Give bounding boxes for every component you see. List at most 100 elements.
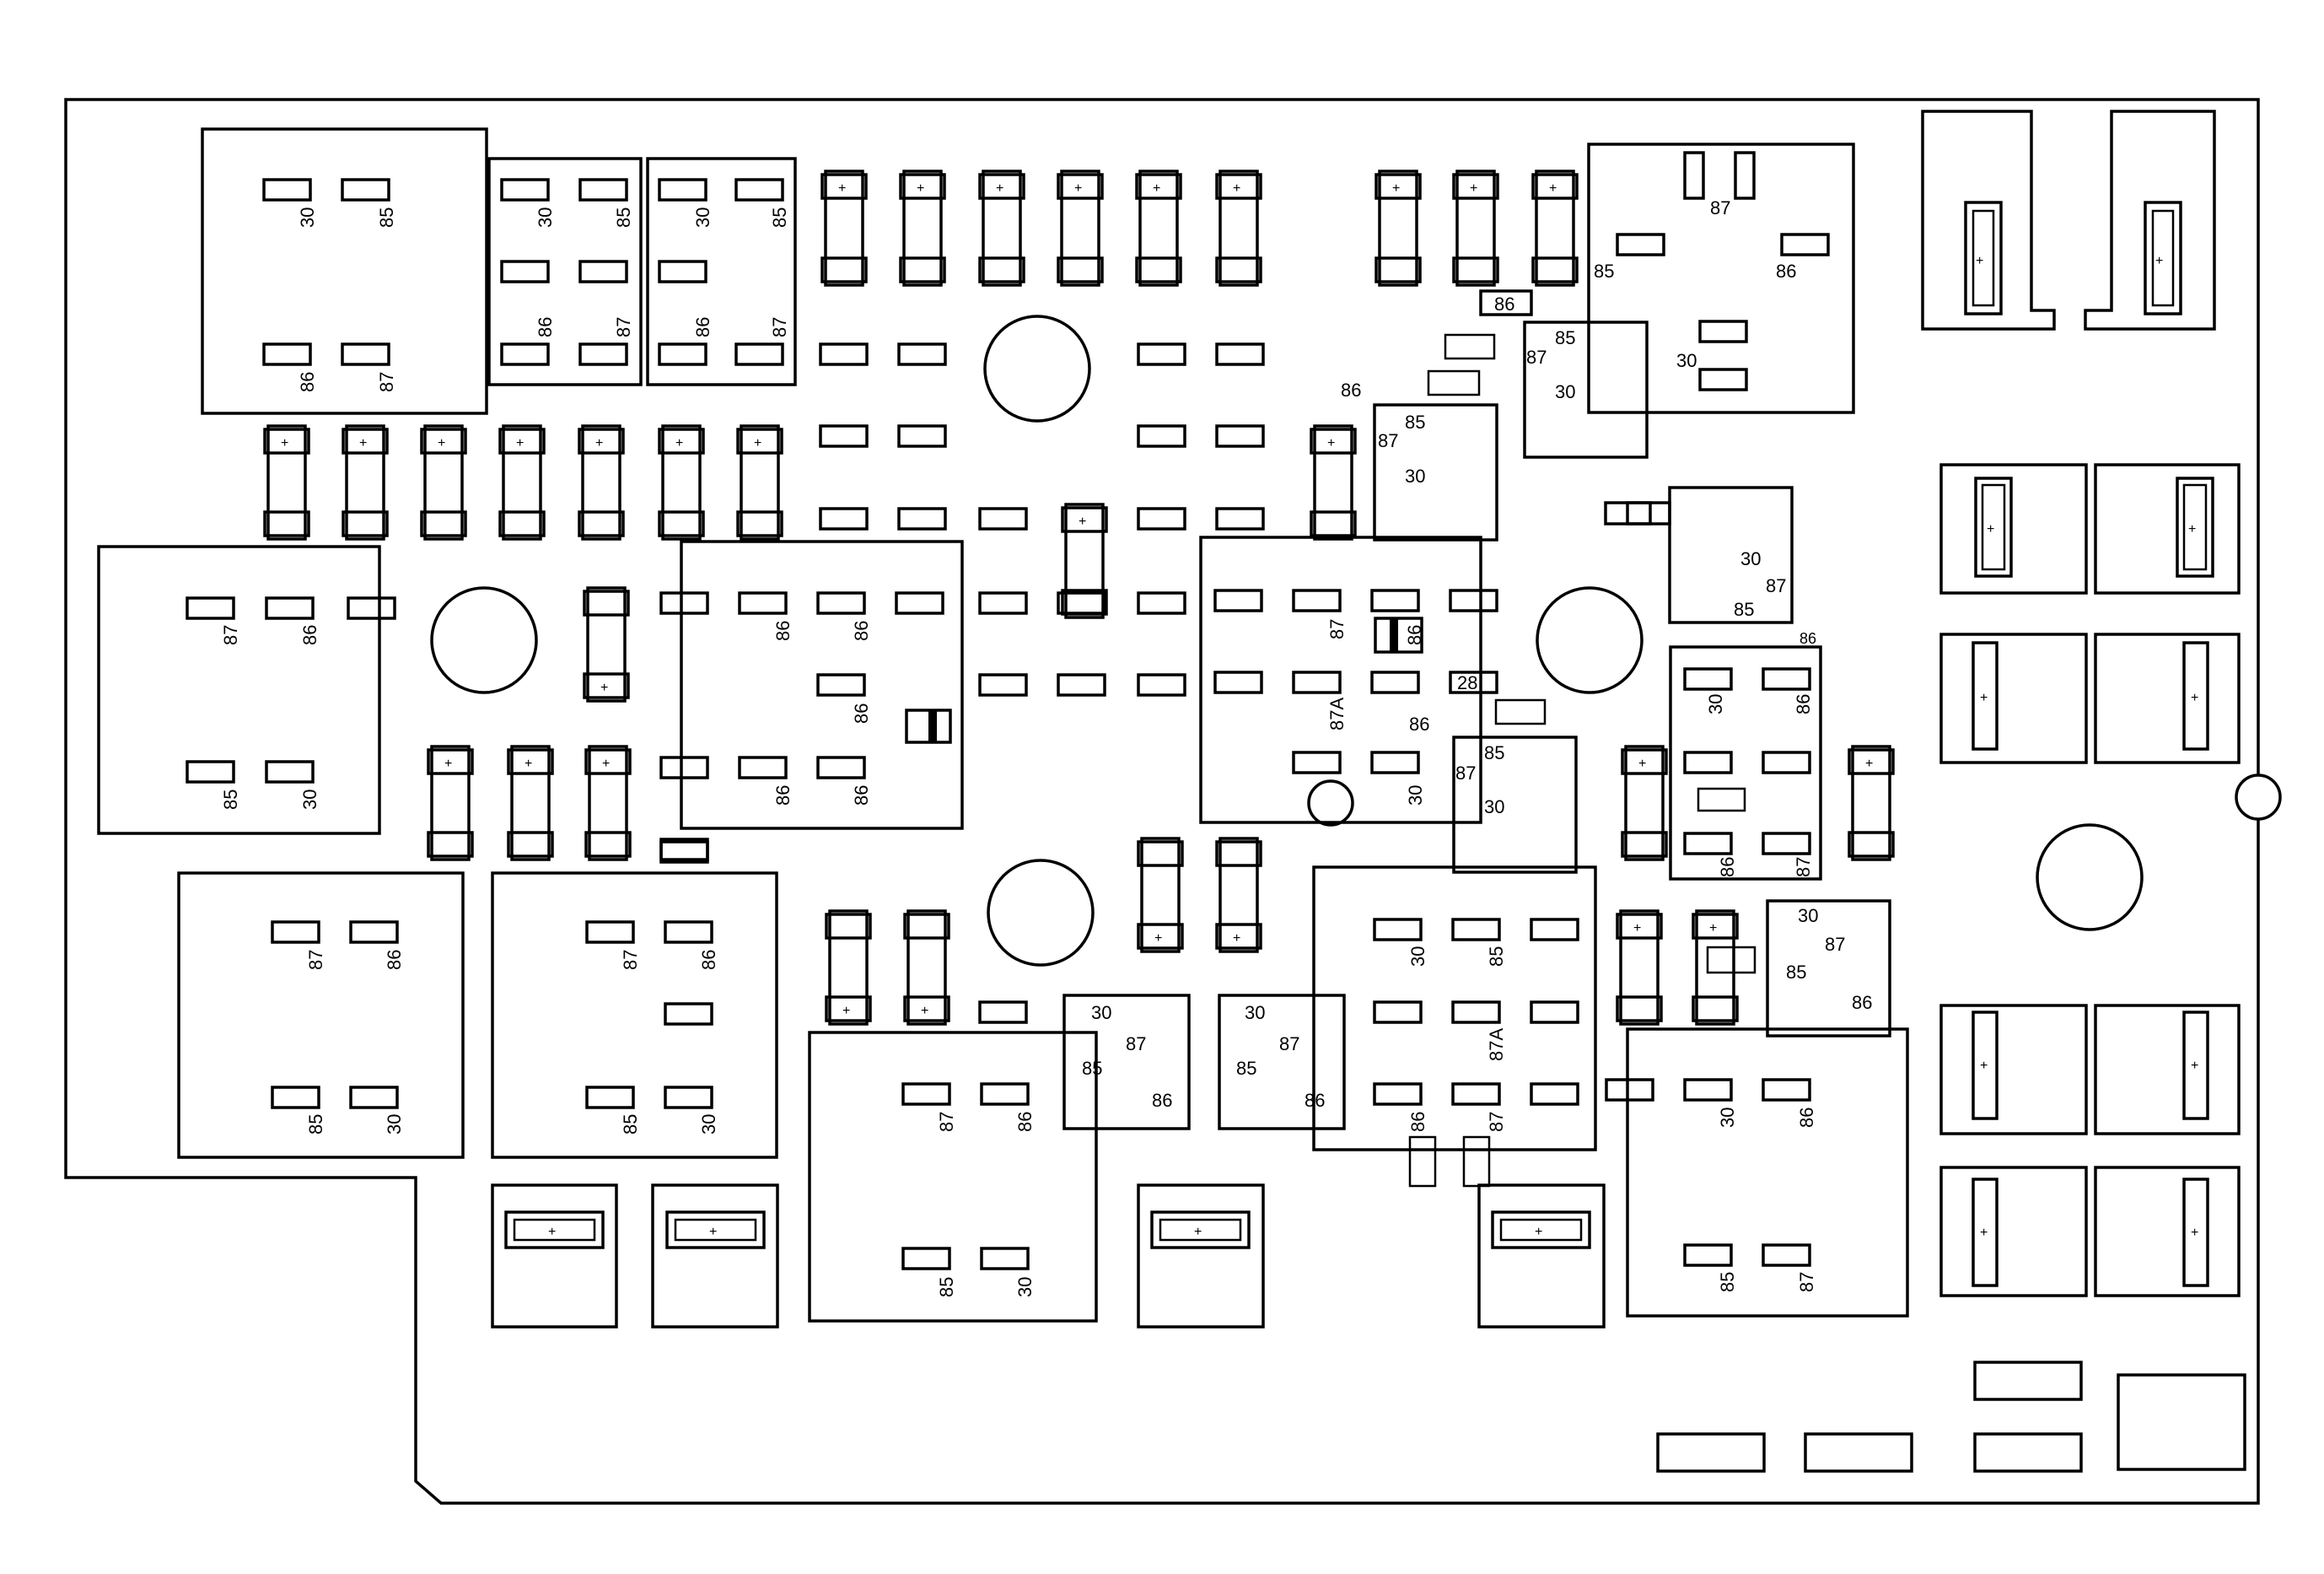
pin-label: 87 [1279, 1033, 1299, 1054]
fuse-slot [1057, 673, 1106, 697]
plus-mark: + [1470, 181, 1477, 196]
pin-label: 28 [1457, 672, 1477, 693]
pin-label: 86 [1341, 380, 1361, 401]
plus-mark: + [1549, 181, 1557, 196]
cartridge-fuse: + [903, 909, 950, 1026]
relay-block-12: 30 86 85 87 [1605, 1027, 1909, 1318]
plus-mark: + [1392, 181, 1400, 196]
mounting-hole [983, 315, 1091, 423]
fuse-slot [978, 673, 1028, 697]
cartridge-fuse: + [1374, 170, 1422, 287]
plus-mark: + [444, 757, 452, 771]
plus-mark: + [921, 1004, 928, 1018]
pin-label: 87 [1710, 197, 1730, 218]
pin-label: 86 [299, 625, 320, 645]
fuse-slot [659, 840, 709, 864]
fuse-slot [819, 424, 869, 448]
plus-mark: + [1074, 181, 1082, 196]
pin-label: 87A [1486, 1028, 1507, 1061]
fuse-slot [1215, 342, 1265, 366]
cartridge-fuse: + [1531, 170, 1579, 287]
plus-mark: + [996, 181, 1003, 196]
loose-terminals: 86 86 [1341, 289, 1756, 974]
plus-mark: + [2191, 1226, 2198, 1240]
cartridge-fuse: + [1310, 424, 1357, 541]
mounting-hole-small [1307, 779, 1354, 827]
relay-block-9: 87 86 87A 86 28 30 [1199, 536, 1498, 824]
pin-label: 85 [376, 208, 397, 228]
pin-label: 30 [1798, 905, 1818, 926]
cartridge-fuse: + [583, 586, 630, 703]
cartridge-fuse: + [427, 745, 474, 861]
pin-label: 86 [772, 621, 793, 641]
cartridge-fuse: + [736, 424, 783, 541]
pin-label: 86 [1404, 625, 1425, 645]
pin-label: 86 [851, 785, 872, 806]
plus-mark: + [1980, 1059, 1988, 1073]
plus-mark: + [838, 181, 846, 196]
pin-label: 87 [1526, 347, 1547, 368]
plus-mark: + [1154, 931, 1162, 946]
cartridge-fuse: + [584, 745, 632, 861]
pin-label: 86 [698, 950, 719, 970]
relay-block-10: 30 85 87A 86 87 [1312, 865, 1597, 1188]
relay-block-7: 87 86 85 30 [491, 871, 778, 1159]
pin-label: 86 [384, 950, 405, 970]
relay-block-2: 30 85 86 87 [487, 157, 643, 386]
pin-label: 30 [1676, 350, 1697, 371]
plus-mark: + [1079, 515, 1086, 529]
spare-sockets [1656, 1361, 2246, 1473]
pin-label: 86 [1152, 1090, 1172, 1111]
plus-mark: + [281, 436, 288, 450]
pin-label: 86 [692, 317, 713, 337]
pin-label: 86 [1852, 992, 1872, 1013]
pin-label: 86 [851, 621, 872, 641]
plus-mark: + [600, 681, 608, 695]
mounting-hole [987, 859, 1095, 967]
cartridge-fuse: + [420, 424, 467, 541]
relay-block-1: 30 85 86 87 [201, 127, 488, 415]
plus-mark: + [1709, 921, 1717, 935]
fuse-slot [897, 424, 947, 448]
pin-label: 85 [620, 1114, 641, 1135]
micro-relay-4: 30 87 85 [1668, 486, 1794, 624]
pin-label: 87 [1793, 857, 1814, 877]
fuse-slot [1137, 591, 1186, 615]
cartridge-fuse: + [578, 424, 625, 541]
micro-relay-7: 30 87 85 86 [1062, 994, 1191, 1130]
fuse-slot [1215, 507, 1265, 531]
pin-label: 86 [1409, 714, 1429, 735]
relay-block-4: 87 86 85 30 [97, 545, 396, 835]
cartridge-fuse: + [1452, 170, 1499, 287]
pin-label: 85 [769, 208, 790, 228]
pin-label: 86 [772, 785, 793, 806]
relay-block-6: 87 86 85 30 [177, 871, 465, 1159]
pin-label: 30 [1014, 1277, 1036, 1297]
pin-label: 85 [1734, 599, 1754, 620]
cartridge-fuse: + [498, 424, 546, 541]
micro-relay-1: 87 85 86 30 [1587, 143, 1855, 414]
pin-label: 85 [613, 208, 634, 228]
plus-mark: + [1535, 1225, 1542, 1239]
cartridge-fuse: + [978, 170, 1025, 287]
pin-label: 85 [1236, 1058, 1256, 1079]
pin-label: 87 [1126, 1033, 1146, 1054]
pin-label: 86 [1014, 1112, 1036, 1132]
plus-mark: + [438, 436, 445, 450]
plus-mark: + [1865, 757, 1873, 771]
relay-block-3: 30 85 86 87 [646, 157, 797, 386]
plus-mark: + [516, 436, 524, 450]
pin-label: 87 [1326, 619, 1348, 639]
relay-block-8: 87 86 85 30 [808, 1031, 1098, 1323]
plus-mark: + [1980, 691, 1988, 705]
mounting-hole [1536, 586, 1643, 694]
cartridge-fuse: + [1215, 170, 1262, 287]
cartridge-fuse: + [825, 909, 872, 1026]
pin-label: 85 [1484, 742, 1504, 763]
plus-mark: + [1194, 1225, 1202, 1239]
fuse-slot [978, 1000, 1028, 1024]
plus-mark: + [709, 1225, 717, 1239]
plus-mark: + [1233, 931, 1240, 946]
cartridge-fuses: ++++++++++++++++++++++++++++++ [263, 170, 1895, 1026]
